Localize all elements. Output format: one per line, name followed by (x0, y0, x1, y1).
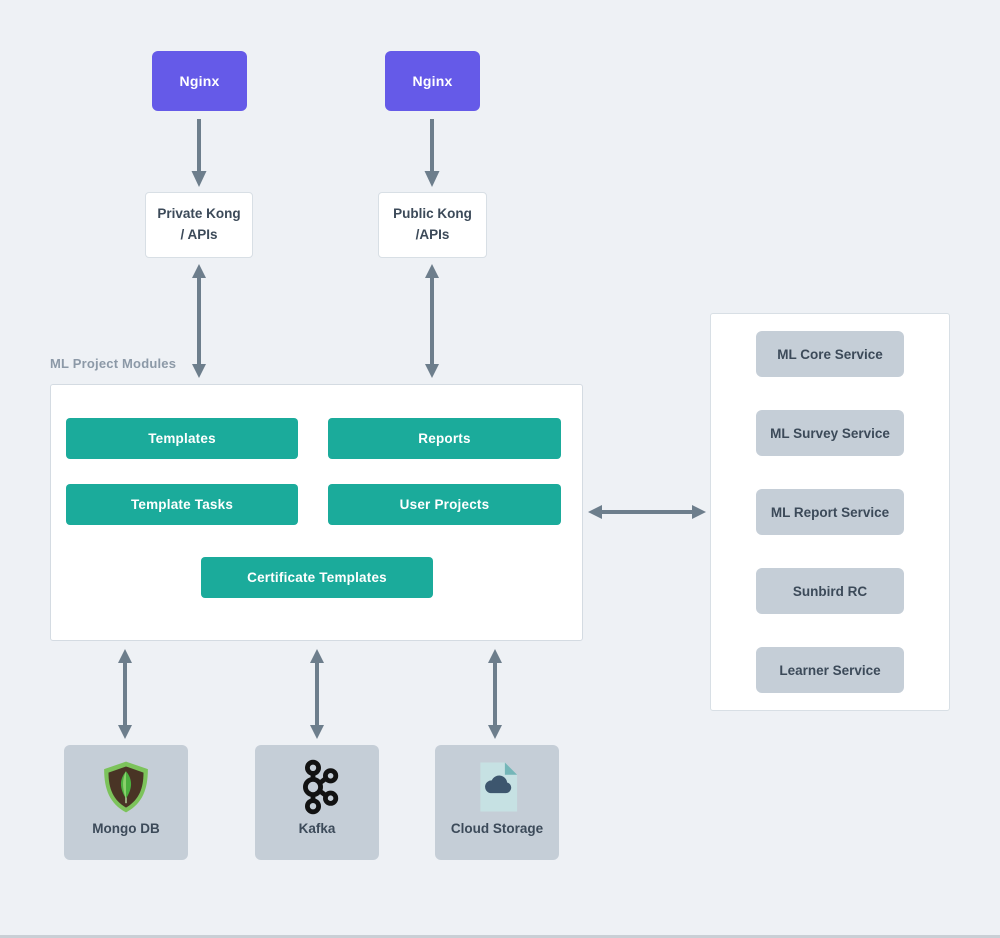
bottom-edge-divider (0, 935, 1000, 938)
arrow-modules-services (588, 503, 706, 521)
module-template-tasks-label: Template Tasks (130, 497, 234, 512)
nginx-left-label: Nginx (179, 73, 220, 89)
ml-project-modules-container: Templates Reports Template Tasks User Pr… (50, 384, 583, 641)
cloud-storage-label: Cloud Storage (450, 821, 544, 836)
arrow-modules-kafka (308, 649, 326, 739)
module-user-projects: User Projects (328, 484, 561, 525)
module-template-tasks: Template Tasks (66, 484, 298, 525)
module-certificate-templates-label: Certificate Templates (247, 570, 387, 585)
kafka-icon (288, 758, 346, 816)
public-kong-label: Public Kong /APIs (393, 204, 472, 246)
kafka-label: Kafka (298, 821, 336, 836)
cloud-storage-node: Cloud Storage (435, 745, 559, 860)
service-ml-survey-label: ML Survey Service (770, 425, 890, 441)
private-kong-node: Private Kong / APIs (145, 192, 253, 258)
service-ml-survey: ML Survey Service (756, 410, 904, 456)
nginx-right-label: Nginx (412, 73, 453, 89)
module-templates-label: Templates (148, 431, 216, 446)
arrow-nginx-to-public-kong (423, 117, 441, 187)
module-templates: Templates (66, 418, 298, 459)
arrow-modules-mongo (116, 649, 134, 739)
service-ml-report: ML Report Service (756, 489, 904, 535)
arrow-private-kong-modules (190, 264, 208, 378)
arrow-modules-cloud-storage (486, 649, 504, 739)
private-kong-label: Private Kong / APIs (157, 204, 240, 246)
public-kong-line1: Public Kong (393, 206, 472, 222)
public-kong-line2: /APIs (415, 227, 450, 242)
private-kong-line1: Private Kong (157, 206, 241, 222)
mongodb-node: Mongo DB (64, 745, 188, 860)
kafka-node: Kafka (255, 745, 379, 860)
service-learner: Learner Service (756, 647, 904, 693)
service-ml-report-label: ML Report Service (770, 504, 890, 520)
module-certificate-templates: Certificate Templates (201, 557, 433, 598)
service-sunbird-rc-label: Sunbird RC (792, 583, 868, 599)
nginx-node-left: Nginx (152, 51, 247, 111)
service-ml-core-label: ML Core Service (777, 346, 883, 362)
service-learner-label: Learner Service (779, 662, 881, 678)
service-ml-core: ML Core Service (756, 331, 904, 377)
public-kong-node: Public Kong /APIs (378, 192, 487, 258)
mongodb-label: Mongo DB (92, 821, 160, 836)
services-panel: ML Core Service ML Survey Service ML Rep… (710, 313, 950, 711)
service-sunbird-rc: Sunbird RC (756, 568, 904, 614)
private-kong-line2: / APIs (180, 227, 218, 242)
arrow-public-kong-modules (423, 264, 441, 378)
modules-section-title: ML Project Modules (50, 356, 177, 371)
module-reports: Reports (328, 418, 561, 459)
nginx-node-right: Nginx (385, 51, 480, 111)
cloud-storage-icon (468, 758, 526, 816)
mongodb-icon (97, 758, 155, 816)
module-user-projects-label: User Projects (399, 497, 490, 512)
module-reports-label: Reports (418, 431, 471, 446)
arrow-nginx-to-private-kong (190, 117, 208, 187)
